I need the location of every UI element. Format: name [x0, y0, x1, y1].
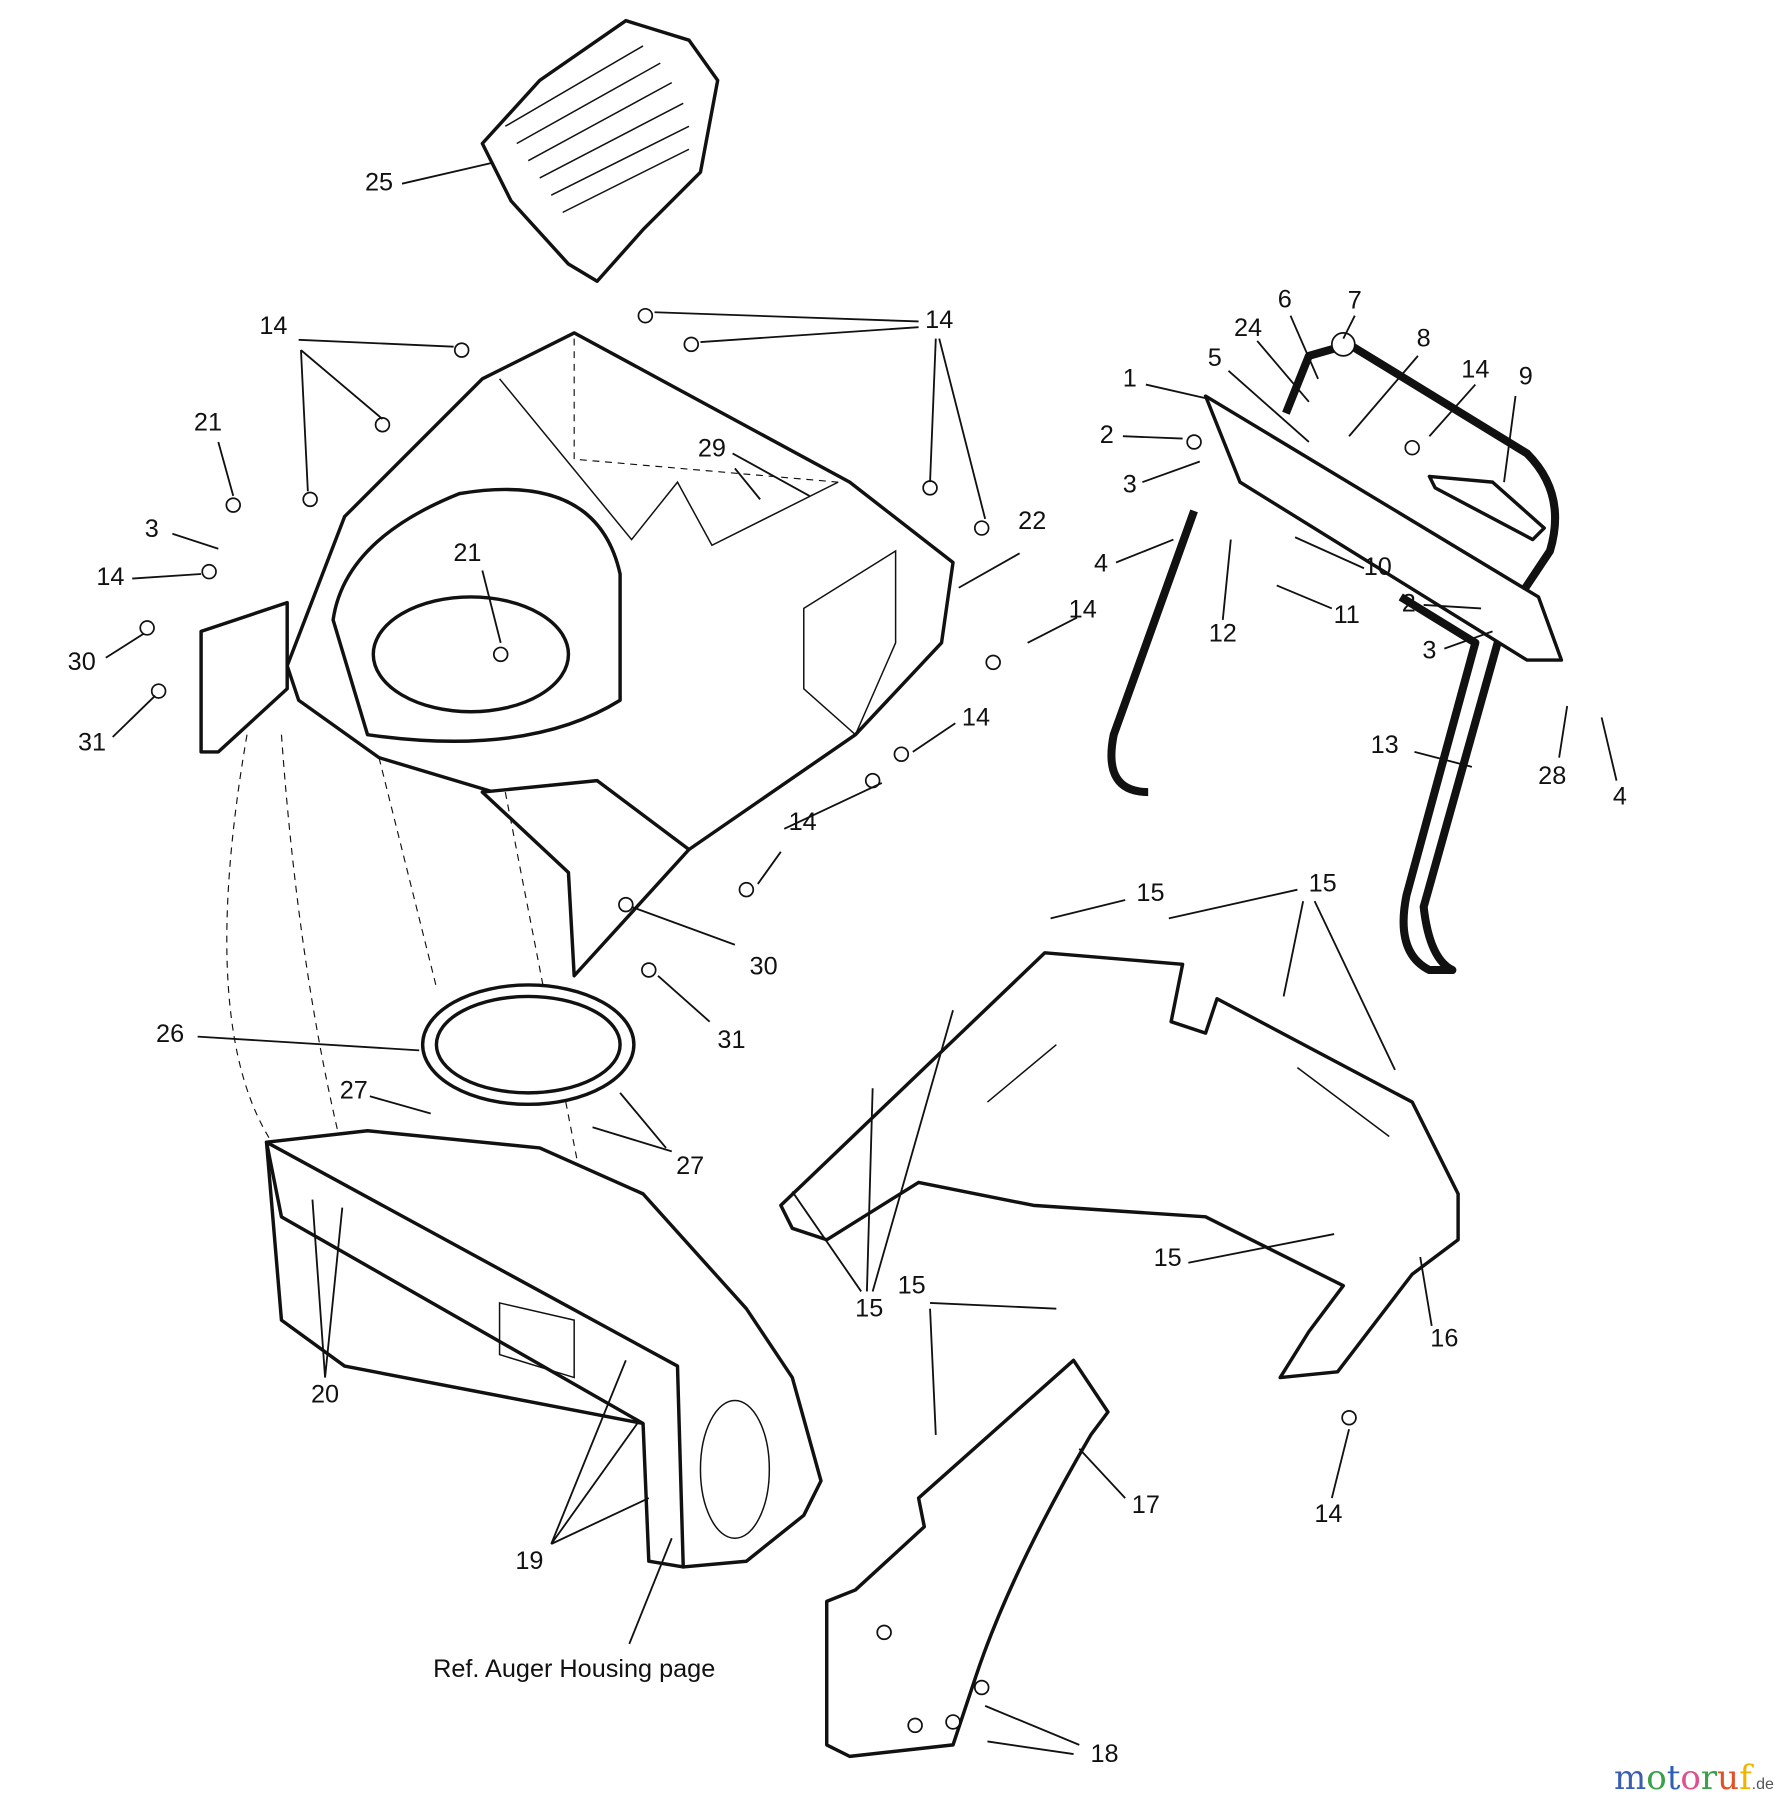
callout-16: 16 [1430, 1324, 1458, 1352]
callout-6: 6 [1278, 285, 1292, 313]
callout-21: 21 [453, 539, 481, 567]
reference-note: Ref. Auger Housing page [433, 1655, 715, 1683]
part-17-side-shield [825, 1358, 1110, 1759]
callout-4: 4 [1094, 549, 1108, 577]
callout-12: 12 [1209, 619, 1237, 647]
part-16-lower-duct [779, 951, 1460, 1380]
callout-27: 27 [676, 1152, 704, 1180]
callout-9: 9 [1519, 362, 1533, 390]
leader-lines [105, 162, 1618, 1755]
callout-14: 14 [789, 808, 817, 836]
callout-20: 20 [311, 1381, 339, 1409]
callout-30: 30 [68, 648, 96, 676]
dashed-alignment-lines [226, 734, 598, 1263]
callout-14: 14 [1069, 595, 1097, 623]
part-25-shroud-cover [480, 18, 720, 283]
callout-3: 3 [1422, 637, 1436, 665]
callout-21: 21 [194, 408, 222, 436]
callout-8: 8 [1417, 324, 1431, 352]
callout-2: 2 [1100, 421, 1114, 449]
callout-14: 14 [925, 306, 953, 334]
callout-1: 1 [1123, 365, 1137, 393]
callout-14: 14 [1461, 355, 1489, 383]
bolts-and-fasteners [139, 307, 1420, 1734]
auger-housing-assembly [264, 1129, 823, 1569]
callout-4: 4 [1613, 783, 1627, 811]
part-13-handle [1107, 340, 1564, 975]
callout-17: 17 [1132, 1491, 1160, 1519]
callout-14: 14 [259, 312, 287, 340]
callout-19: 19 [515, 1547, 543, 1575]
part-26-chute-ring [420, 983, 636, 1107]
callout-15: 15 [1309, 870, 1337, 898]
callout-14: 14 [96, 563, 124, 591]
callout-labels: 25 14 14 21 3 14 30 31 21 29 22 14 14 14… [68, 168, 1627, 1768]
callout-29: 29 [698, 435, 726, 463]
callout-15: 15 [898, 1272, 926, 1300]
callout-31: 31 [717, 1026, 745, 1054]
callout-14: 14 [962, 703, 990, 731]
dash-panel-housing [199, 331, 955, 978]
callout-30: 30 [750, 952, 778, 980]
callout-28: 28 [1538, 762, 1566, 790]
callout-15: 15 [1154, 1244, 1182, 1272]
callout-24: 24 [1234, 314, 1262, 342]
callout-22: 22 [1018, 507, 1046, 535]
watermark-logo: motoruf.de [1614, 1758, 1774, 1798]
callout-7: 7 [1348, 287, 1362, 315]
callout-13: 13 [1371, 731, 1399, 759]
callout-15: 15 [855, 1294, 883, 1322]
callout-25: 25 [365, 168, 393, 196]
callout-27: 27 [340, 1076, 368, 1104]
callout-3: 3 [1123, 470, 1137, 498]
callout-5: 5 [1208, 344, 1222, 372]
callout-26: 26 [156, 1020, 184, 1048]
callout-3: 3 [145, 515, 159, 543]
callout-18: 18 [1090, 1740, 1118, 1768]
callout-11: 11 [1334, 601, 1360, 629]
callout-2: 2 [1402, 590, 1416, 618]
callout-10: 10 [1364, 553, 1392, 581]
callout-15: 15 [1136, 879, 1164, 907]
callout-31: 31 [78, 729, 106, 757]
callout-14: 14 [1314, 1500, 1342, 1528]
